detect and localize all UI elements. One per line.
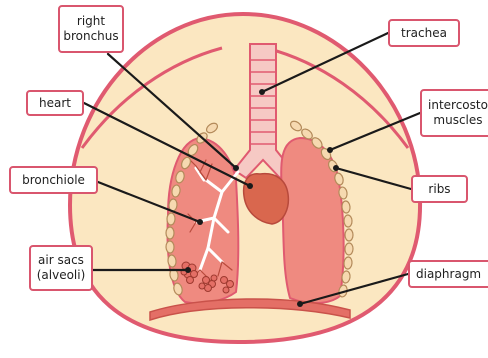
label-heart: heart [26,90,84,116]
label-diaphragm: diaphragm [408,260,488,288]
label-air-sacs: air sacs (alveoli) [29,245,93,291]
label-trachea: trachea [388,19,460,47]
label-intercostal-muscles: intercosto muscles [420,89,488,137]
label-right-bronchus: right bronchus [58,5,124,53]
label-ribs: ribs [411,175,468,203]
label-bronchiole: bronchiole [9,166,98,194]
